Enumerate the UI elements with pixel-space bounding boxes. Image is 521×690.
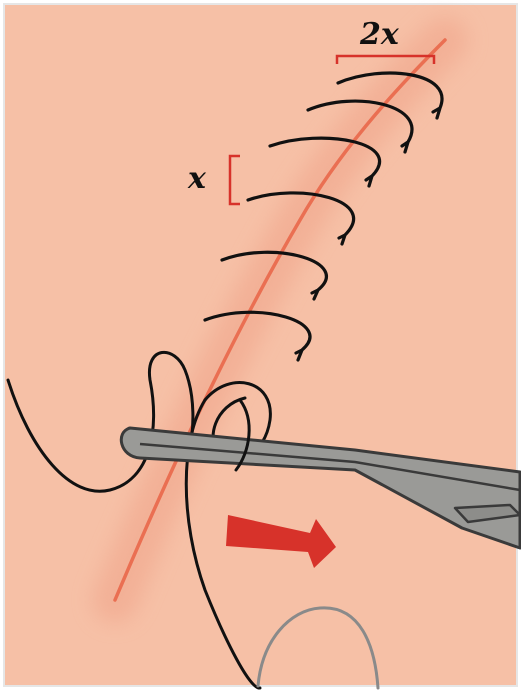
spacing-label-2x: 2x — [360, 20, 399, 50]
spacing-label-x: x — [188, 164, 206, 194]
